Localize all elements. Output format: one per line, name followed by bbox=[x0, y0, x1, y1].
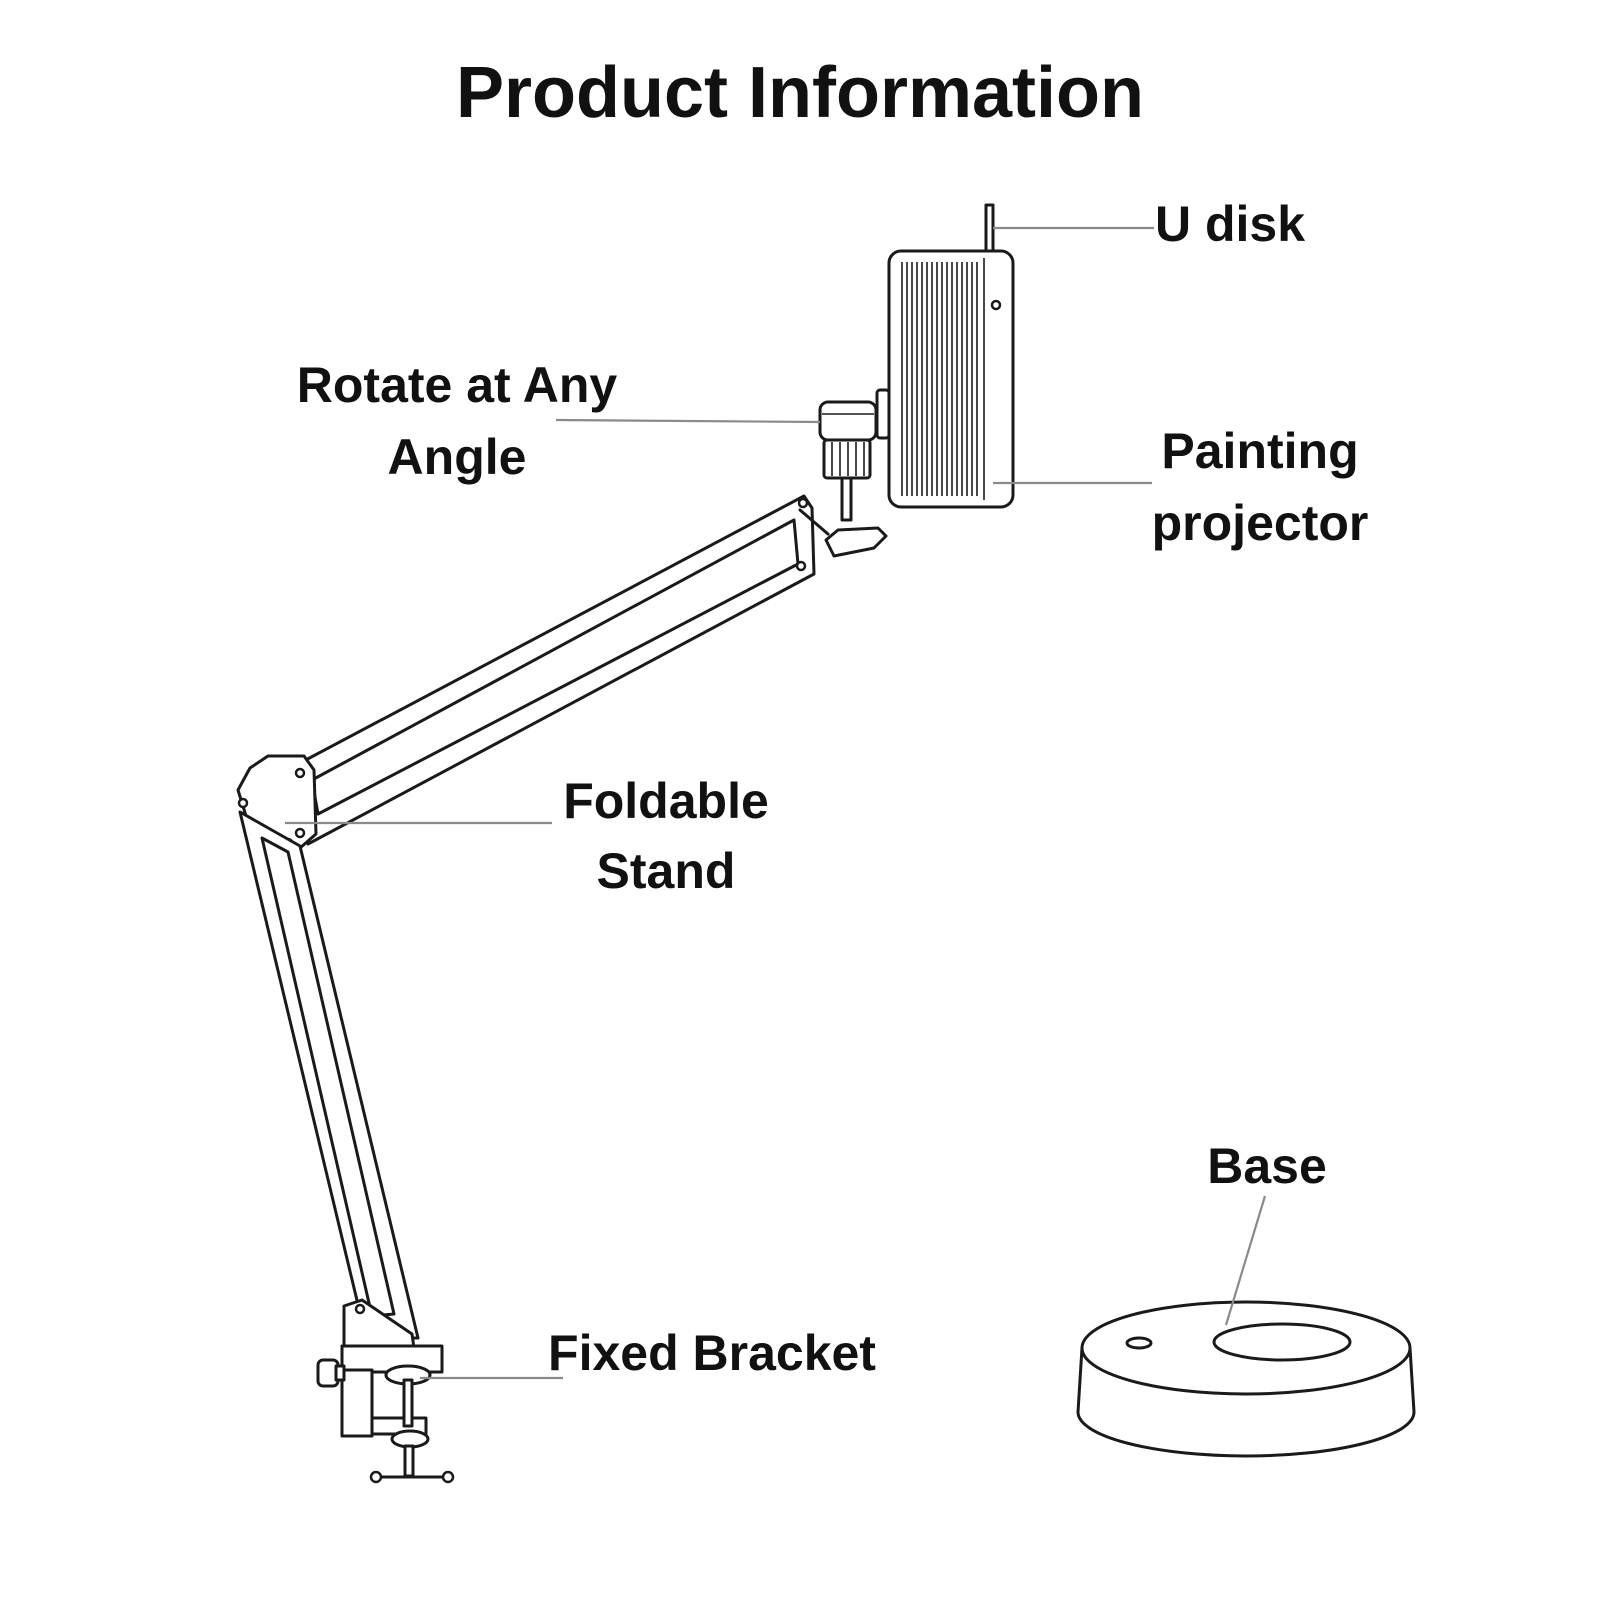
label-fixed-bracket: Fixed Bracket bbox=[548, 1325, 876, 1381]
label-base: Base bbox=[1207, 1138, 1327, 1194]
fixed-bracket bbox=[316, 1298, 455, 1484]
rotate-leader bbox=[555, 418, 821, 424]
label-stand-line1: Foldable bbox=[563, 773, 769, 829]
label-rotate-line1: Rotate at Any bbox=[297, 357, 618, 413]
projector-button bbox=[990, 299, 1002, 311]
painting-projector bbox=[875, 203, 1015, 509]
label-stand-line2: Stand bbox=[597, 843, 736, 899]
u-disk-stick bbox=[984, 203, 995, 255]
base-screw-hole bbox=[1125, 1336, 1153, 1350]
projector-body bbox=[887, 249, 1015, 509]
base-leader bbox=[1224, 1195, 1267, 1326]
rotating-ball-head bbox=[818, 400, 888, 558]
base-socket-ring bbox=[1212, 1322, 1352, 1362]
leader-lines bbox=[285, 226, 1267, 1380]
label-projector-line1: Painting bbox=[1161, 423, 1358, 479]
label-rotate-line2: Angle bbox=[388, 429, 527, 485]
label-projector-line2: projector bbox=[1152, 495, 1369, 551]
page-title: Product Information bbox=[456, 53, 1144, 133]
projector-vent-lines bbox=[901, 262, 978, 496]
lower-arm bbox=[238, 810, 420, 1340]
round-base bbox=[1076, 1300, 1416, 1458]
label-u-disk: U disk bbox=[1155, 196, 1305, 252]
projector-mount-plate bbox=[875, 388, 891, 440]
